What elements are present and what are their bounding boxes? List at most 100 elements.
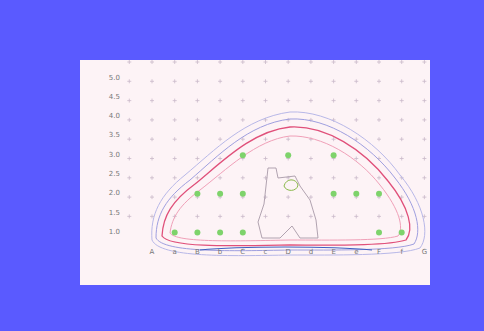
grid-cross: [173, 60, 177, 64]
seed-dot: [240, 191, 246, 197]
grid-cross: [377, 79, 381, 83]
axis-value: 3.5: [109, 132, 120, 139]
grid-cross: [241, 79, 245, 83]
grid-cross: [400, 137, 404, 141]
grid-cross: [241, 214, 245, 218]
axis-value: 1.0: [109, 229, 120, 236]
grid-cross: [195, 118, 199, 122]
grid-cross: [173, 79, 177, 83]
grid-cross: [264, 157, 268, 161]
axis-value: 3.0: [109, 152, 120, 159]
grid-cross: [422, 157, 426, 161]
grid-cross: [127, 79, 131, 83]
grid-cross: [173, 99, 177, 103]
grid-cross: [309, 176, 313, 180]
seed-dot: [217, 191, 223, 197]
grid-cross: [309, 60, 313, 64]
axis-letter: d: [309, 249, 313, 256]
seed-dot: [376, 229, 382, 235]
axis-letter: D: [286, 249, 291, 256]
grid-cross: [241, 176, 245, 180]
grid-cross: [422, 118, 426, 122]
seed-dot: [285, 152, 291, 158]
axis-letter: a: [173, 249, 177, 256]
grid-cross: [264, 195, 268, 199]
grid-cross: [377, 118, 381, 122]
axis-letter: B: [195, 249, 200, 256]
axis-letter: e: [354, 249, 358, 256]
isodose-curve: [156, 119, 418, 251]
grid-cross: [241, 99, 245, 103]
grid-cross: [400, 157, 404, 161]
grid-cross: [400, 60, 404, 64]
grid-cross: [127, 176, 131, 180]
grid-cross: [309, 157, 313, 161]
grid-cross: [354, 176, 358, 180]
grid-cross: [286, 214, 290, 218]
grid-cross: [173, 157, 177, 161]
grid-cross: [264, 214, 268, 218]
grid-cross: [173, 195, 177, 199]
grid-cross: [264, 99, 268, 103]
grid-cross: [422, 137, 426, 141]
grid-cross: [218, 137, 222, 141]
grid-cross: [309, 214, 313, 218]
grid-cross: [354, 118, 358, 122]
grid-cross: [241, 118, 245, 122]
grid-cross: [150, 60, 154, 64]
seed-dot: [376, 191, 382, 197]
grid-cross: [309, 79, 313, 83]
seed-dot: [240, 152, 246, 158]
grid-cross: [218, 99, 222, 103]
axis-letter: E: [331, 249, 335, 256]
grid-cross: [195, 214, 199, 218]
grid-cross: [354, 79, 358, 83]
grid-cross: [354, 214, 358, 218]
film-image: [80, 60, 430, 285]
grid-cross: [400, 79, 404, 83]
grid-cross: [150, 157, 154, 161]
seed-dot: [194, 191, 200, 197]
grid-cross: [195, 79, 199, 83]
grid-cross: [286, 195, 290, 199]
grid-cross: [150, 99, 154, 103]
grid-cross: [422, 60, 426, 64]
grid-cross: [218, 157, 222, 161]
grid-cross: [150, 137, 154, 141]
axis-value: 4.0: [109, 113, 120, 120]
grid-cross: [195, 60, 199, 64]
seed-dot: [399, 229, 405, 235]
seed-dot: [194, 229, 200, 235]
grid-cross: [195, 157, 199, 161]
grid-cross: [354, 60, 358, 64]
grid-cross: [195, 176, 199, 180]
axis-letter: c: [264, 249, 268, 256]
grid-cross: [195, 99, 199, 103]
seed-dot: [217, 229, 223, 235]
grid-cross: [218, 118, 222, 122]
grid-cross: [286, 99, 290, 103]
grid-cross: [309, 99, 313, 103]
grid-cross: [127, 60, 131, 64]
grid-cross: [127, 214, 131, 218]
isodose-high: [170, 136, 401, 241]
seed-dot: [240, 229, 246, 235]
grid-cross: [218, 79, 222, 83]
grid-cross: [309, 195, 313, 199]
grid-cross: [150, 195, 154, 199]
seed-dots: [172, 152, 405, 235]
grid-cross: [218, 214, 222, 218]
grid-cross: [264, 137, 268, 141]
hot-spot: [284, 180, 298, 191]
grid-cross: [332, 99, 336, 103]
axis-letter: b: [218, 249, 222, 256]
grid-cross: [332, 79, 336, 83]
axis-letter: A: [150, 249, 155, 256]
axis-value: 4.5: [109, 94, 120, 101]
axis-value: 1.5: [109, 210, 120, 217]
axis-value: 2.5: [109, 171, 120, 178]
grid-cross: [127, 118, 131, 122]
grid-cross: [173, 118, 177, 122]
